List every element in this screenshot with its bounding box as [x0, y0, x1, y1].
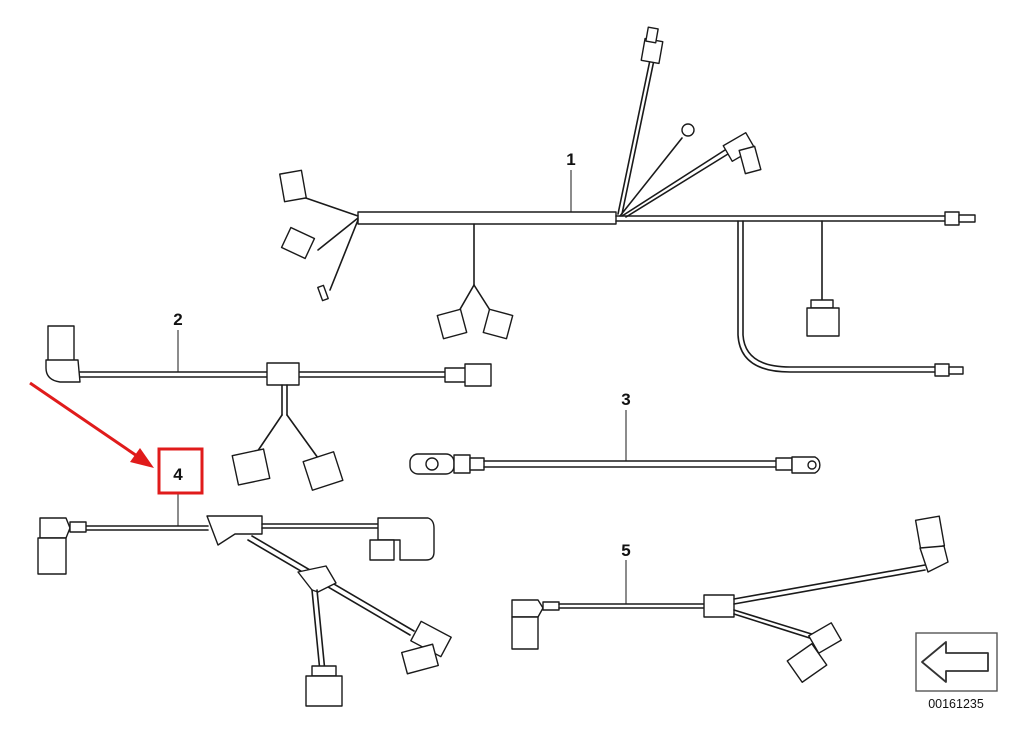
- harness-2-right-boot: [444, 367, 468, 383]
- harness-2-connector-right: [302, 451, 344, 491]
- harness-5-left-connector: [511, 616, 539, 650]
- harness-4-right-connector: [369, 539, 395, 561]
- harness-5-wire-upper-b: [733, 569, 926, 605]
- part-number-5: 5: [621, 541, 630, 560]
- part-number-4: 4: [173, 465, 183, 484]
- harness-5-wire-lower-b: [733, 613, 817, 641]
- harness-3-left-terminal-hole: [425, 457, 439, 471]
- harness-1-drop-connector: [806, 307, 840, 337]
- harness-4-mid-splice: [297, 565, 337, 593]
- harness-1-trunk-sleeve: [357, 211, 617, 225]
- harness-2-right-connector: [464, 363, 492, 387]
- harness-1-drop-cap: [810, 299, 834, 309]
- harness-1-end-connector-top: [944, 211, 960, 226]
- harness-1-wire-up-right-b: [625, 153, 729, 218]
- harness-5-upper-connector: [914, 515, 946, 551]
- part-number-1: 1: [566, 150, 575, 169]
- harness-2-wire-drop-left: [254, 414, 283, 456]
- harness-5-left-elbow: [511, 599, 544, 618]
- harness-1-wire-up-mid: [619, 137, 683, 217]
- harness-3-crimp-left: [453, 454, 471, 474]
- harness-part-4[interactable]: 4: [37, 465, 452, 707]
- harness-1-top-pin: [645, 26, 659, 44]
- harness-1-ring-terminal: [681, 123, 695, 137]
- document-id: 00161235: [928, 697, 984, 711]
- harness-2-wire-drop-right: [286, 414, 319, 459]
- arrow-left-icon[interactable]: [915, 632, 998, 692]
- harness-1-wire-up-right: [621, 149, 726, 217]
- harness-4-wire-diag: [247, 539, 411, 636]
- harness-part-1[interactable]: 1: [279, 26, 976, 377]
- harness-2-splice-sleeve: [266, 362, 300, 386]
- harness-1-left-connector-a: [279, 169, 307, 203]
- harness-3-boot-left: [469, 457, 485, 471]
- harness-1-left-pin-c: [317, 284, 329, 302]
- harness-5-splice-sleeve: [703, 594, 735, 618]
- harness-5-wire-upper: [733, 564, 926, 600]
- harness-1-left-connector-b: [280, 226, 316, 260]
- harness-1-wire-up-long: [617, 59, 651, 215]
- harness-1-mid-connector-left: [436, 308, 468, 340]
- harness-5-left-boot: [542, 601, 560, 611]
- harness-4-wire-drop-b: [316, 589, 326, 673]
- harness-part-3[interactable]: 3: [409, 390, 821, 475]
- harness-1-wire-left-a: [299, 195, 359, 217]
- harness-3-right-ring-hole: [807, 460, 817, 470]
- harness-5-wire-lower: [733, 609, 819, 637]
- harness-4-left-connector: [37, 537, 67, 575]
- harness-1-wire-lower-branch-b: [742, 220, 936, 368]
- harness-1-wire-lower-branch: [737, 220, 936, 373]
- harness-1-elbow-plug: [738, 145, 762, 175]
- harness-part-5[interactable]: 5: [511, 515, 949, 683]
- harness-part-2[interactable]: 2: [45, 310, 492, 491]
- harness-1-end-pin-lower: [948, 366, 964, 375]
- harness-4-wire-drop: [311, 589, 321, 673]
- harness-1-end-pin-top: [958, 214, 976, 223]
- harness-3-boot-right: [775, 457, 793, 471]
- harness-4-splice-sleeve: [206, 515, 263, 546]
- harness-2-connector-left: [231, 448, 271, 486]
- harness-4-left-elbow: [39, 517, 71, 539]
- harness-1-mid-connector-right: [482, 308, 514, 340]
- harness-1-end-connector-lower: [934, 363, 950, 377]
- harness-1-wire-left-b: [317, 217, 359, 251]
- harness-1-wire-up-long-b: [621, 59, 655, 215]
- harness-1-wire-left-c: [329, 219, 359, 291]
- highlight-arrow: [29, 381, 154, 468]
- part-number-2: 2: [173, 310, 182, 329]
- part-number-3: 3: [621, 390, 630, 409]
- harness-4-right-plug: [400, 643, 440, 675]
- harness-2-left-elbow: [45, 359, 81, 383]
- highlight-box: [157, 447, 204, 495]
- harness-5-lower-connector: [786, 643, 828, 683]
- harness-4-drop-cap: [311, 665, 337, 677]
- harness-4-right-housing: [377, 517, 435, 561]
- harness-4-left-boot: [69, 521, 87, 533]
- harness-4-drop-connector: [305, 675, 343, 707]
- harness-5-lower-elbow: [808, 622, 842, 654]
- harness-5-upper-elbow: [919, 545, 949, 573]
